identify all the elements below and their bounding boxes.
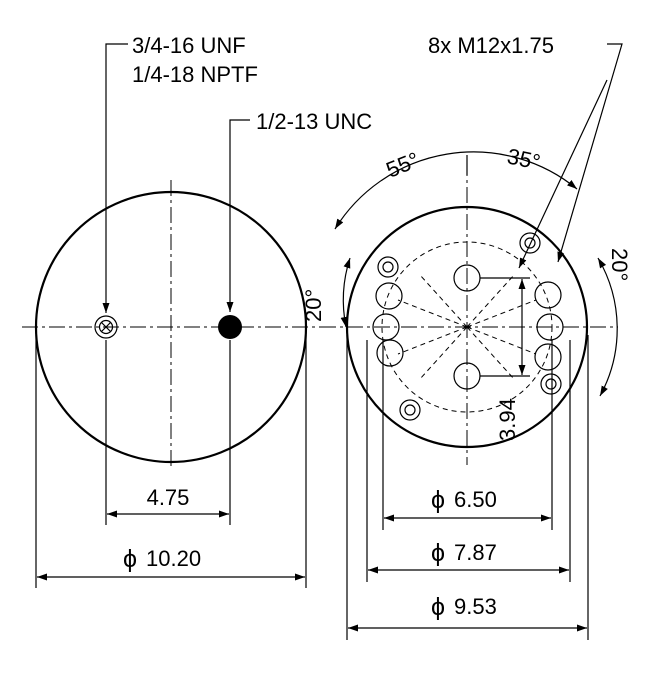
leader-port-unf bbox=[102, 43, 128, 313]
bolt-holes-left bbox=[372, 282, 404, 367]
dim-symbol-small: ϕ bbox=[431, 486, 445, 514]
dim-symbol-right: ϕ bbox=[431, 593, 445, 621]
right-view: 8x M12x1.75 55° 35° 20° 20° 3.94 ϕ 6.50 … bbox=[301, 33, 632, 640]
dim-bolt-circle-small: 6.50 bbox=[454, 487, 497, 512]
callout-port-bottom: 1/4-18 NPTF bbox=[132, 62, 258, 87]
angle-right: 20° bbox=[607, 248, 632, 281]
dim-symbol-left: ϕ bbox=[123, 545, 137, 573]
leader-port-unc bbox=[226, 119, 250, 312]
bolt-holes-right bbox=[534, 281, 564, 371]
dim-vertical-spacing: 3.94 bbox=[495, 398, 520, 441]
angle-arc-right bbox=[597, 257, 618, 397]
dim-outer-diameter-left: 10.20 bbox=[146, 546, 201, 571]
leader-bolts bbox=[557, 43, 623, 263]
dim-outer-diameter-right: 9.53 bbox=[454, 594, 497, 619]
callout-port-center: 1/2-13 UNC bbox=[256, 109, 372, 134]
dim-port-spacing: 4.75 bbox=[147, 485, 190, 510]
callout-port-top: 3/4-16 UNF bbox=[132, 33, 246, 58]
left-view: 3/4-16 UNF 1/4-18 NPTF 1/2-13 UNC 4.75 ϕ… bbox=[22, 33, 372, 588]
angle-arc-left bbox=[340, 257, 351, 328]
angle-upper-right: 35° bbox=[505, 143, 543, 174]
angle-arc-upper bbox=[334, 151, 578, 230]
port-solid-marker bbox=[218, 315, 242, 339]
threaded-bolts bbox=[377, 232, 562, 421]
port-threaded-marker bbox=[94, 315, 118, 339]
callout-bolts: 8x M12x1.75 bbox=[428, 33, 554, 58]
angle-upper-left: 55° bbox=[383, 147, 423, 183]
radial-centerlines bbox=[397, 274, 537, 380]
angle-left: 20° bbox=[301, 289, 326, 322]
dim-bolt-circle-mid: 7.87 bbox=[454, 540, 497, 565]
dim-symbol-mid: ϕ bbox=[431, 539, 445, 567]
